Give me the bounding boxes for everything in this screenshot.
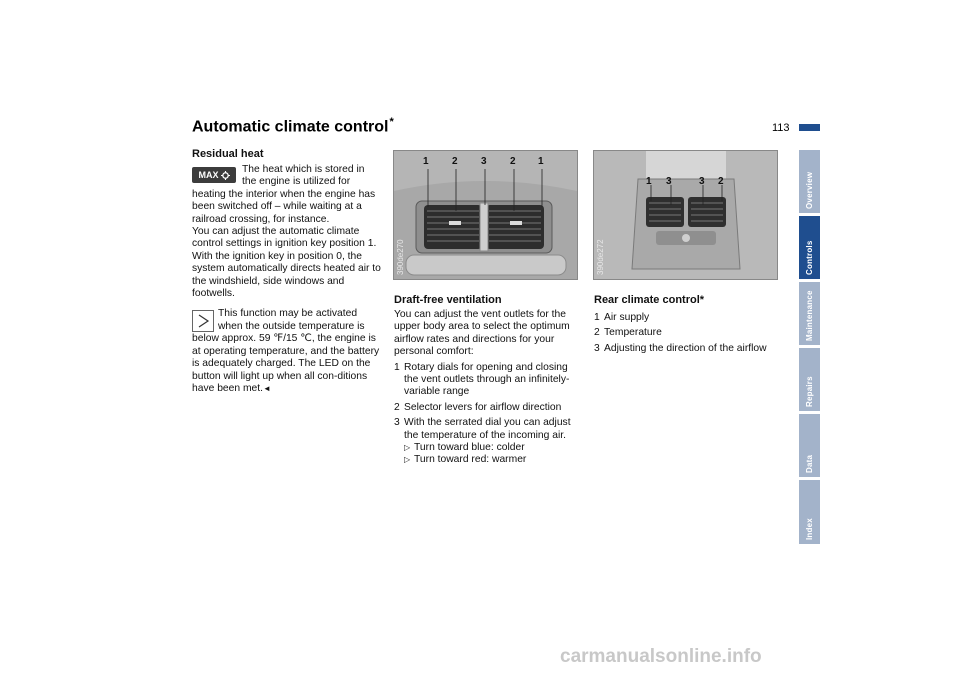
vent-outlets-figure: 1 2 3 2 1 390de270 (393, 150, 578, 280)
list-item: 1 Air supply (594, 312, 784, 324)
rear-climate-heading-text: Rear climate control (594, 294, 700, 306)
tab-index[interactable]: Index (799, 480, 820, 544)
rear-console-illustration (594, 151, 777, 279)
tab-controls[interactable]: Controls (799, 216, 820, 279)
tab-index-label: Index (804, 518, 814, 540)
sub-list-item-text: Turn toward blue: colder (414, 442, 525, 454)
list-item: 1 Rotary dials for opening and closing t… (394, 362, 584, 399)
page-number-bar (799, 124, 820, 131)
list-item-number: 2 (594, 327, 600, 339)
figure-center-label-2: 2 (452, 156, 458, 167)
list-item: 2 Selector levers for airflow direction (394, 402, 584, 414)
list-item: 3 Adjusting the direction of the airflow (594, 343, 784, 355)
rear-climate-star: * (699, 294, 705, 306)
note-paragraph: below approx. 59 ℉/15 ℃, the engine is a… (192, 333, 380, 394)
figure-center-label-5: 1 (538, 156, 544, 167)
residual-heat-paragraph2: You can adjust the automatic climate con… (192, 226, 381, 300)
figure-center-label-1: 1 (423, 156, 429, 167)
sub-list-item: ▷ Turn toward red: warmer (394, 454, 584, 466)
list-item-number: 2 (394, 401, 400, 413)
list-item: 3 With the serrated dial you can adjust … (394, 417, 584, 442)
figure-right-label-4: 2 (718, 176, 724, 187)
page-number: 113 (772, 122, 790, 134)
sub-bullet-icon: ▷ (404, 443, 411, 453)
list-item-number: 1 (394, 361, 400, 373)
list-item-text: With the serrated dial you can adjust th… (404, 417, 571, 441)
draft-free-heading: Draft-free ventilation (394, 294, 502, 306)
fan-icon (220, 170, 230, 180)
residual-heat-line2: the engine is utilized for (242, 176, 351, 188)
figure-right-label-1: 1 (646, 176, 652, 187)
sub-list-item-text: Turn toward red: warmer (414, 454, 527, 466)
list-item-text: Temperature (604, 327, 662, 339)
list-item-text: Air supply (604, 312, 650, 323)
list-item-text: Selector levers for airflow direction (404, 401, 562, 413)
figure-center-label-3: 3 (481, 156, 487, 167)
list-item-text: Rotary dials for opening and closing the… (404, 361, 570, 398)
note-line2: when the outside temperature is (218, 320, 365, 332)
watermark: carmanualsonline.info (560, 646, 762, 667)
tab-data[interactable]: Data (799, 414, 820, 477)
sub-bullet-icon: ▷ (404, 455, 411, 465)
max-button-label: MAX (198, 169, 219, 180)
list-item-text: Adjusting the direction of the airflow (604, 342, 767, 354)
figure-right-code: 390de272 (596, 239, 605, 275)
tab-maintenance-label: Maintenance (804, 290, 814, 341)
figure-center-code: 390de270 (396, 239, 405, 275)
note-line1: This function may be activated (218, 308, 358, 320)
rear-climate-heading: Rear climate control* (594, 294, 784, 307)
tab-overview-label: Overview (804, 171, 814, 209)
tab-repairs[interactable]: Repairs (799, 348, 820, 411)
residual-heat-section: Residual heat MAX The heat which is stor… (192, 148, 385, 395)
list-item-number: 3 (394, 417, 400, 429)
residual-heat-heading: Residual heat (192, 148, 264, 160)
residual-heat-line1: The heat which is stored in (242, 164, 365, 175)
figure-right-label-3: 3 (699, 176, 705, 187)
list-item-number: 1 (594, 312, 600, 323)
figure-right-label-2: 3 (666, 176, 672, 187)
rear-climate-figure: 1 3 3 2 390de272 (593, 150, 778, 280)
list-item: 2 Temperature (594, 327, 784, 339)
draft-free-section: Draft-free ventilation You can adjust th… (394, 294, 584, 467)
vent-outlets-illustration (394, 151, 577, 279)
residual-heat-paragraph1: heating the interior when the engine has… (192, 188, 376, 225)
page-title: Automatic climate control* (192, 116, 394, 136)
tab-data-label: Data (804, 454, 814, 473)
list-item-number: 3 (594, 342, 600, 354)
figure-center-label-4: 2 (510, 156, 516, 167)
end-mark-icon: ◄ (262, 383, 271, 393)
max-defrost-button-icon: MAX (192, 167, 236, 183)
rear-climate-section: Rear climate control* 1 Air supply 2 Tem… (594, 294, 784, 355)
note-triangle-icon (192, 310, 214, 333)
draft-free-intro: You can adjust the vent outlets for the … (394, 309, 570, 358)
title-star: * (389, 116, 394, 128)
page-title-text: Automatic climate control (192, 118, 389, 136)
tab-repairs-label: Repairs (804, 376, 814, 407)
tab-controls-label: Controls (804, 240, 814, 276)
tab-overview[interactable]: Overview (799, 150, 820, 213)
sub-list-item: ▷ Turn toward blue: colder (394, 442, 584, 454)
tab-maintenance[interactable]: Maintenance (799, 282, 820, 345)
